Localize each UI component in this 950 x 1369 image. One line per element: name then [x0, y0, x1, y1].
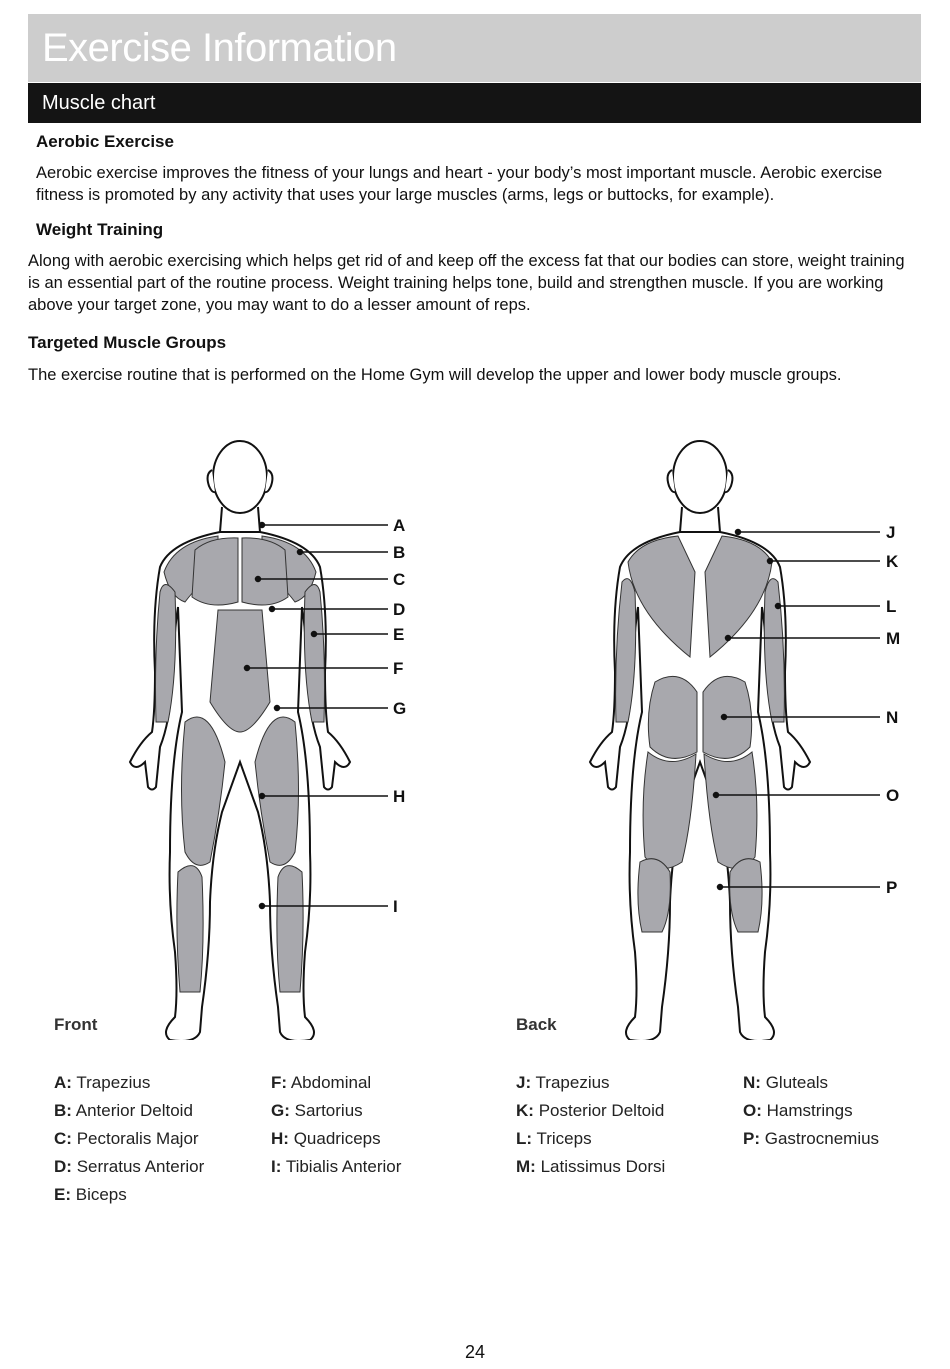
- legend-value: Serratus Anterior: [76, 1157, 205, 1176]
- legend-value: Abdominal: [290, 1073, 372, 1092]
- legend-item: M: Latissimus Dorsi: [516, 1157, 665, 1185]
- legend-key: E:: [54, 1185, 71, 1204]
- subheader-bar: Muscle chart: [28, 83, 921, 123]
- legend-key: G:: [271, 1101, 290, 1120]
- label-g: G: [393, 699, 406, 718]
- legend-item: O: Hamstrings: [743, 1101, 879, 1129]
- legend-item: E: Biceps: [54, 1185, 204, 1213]
- label-b: B: [393, 543, 405, 562]
- legend-front-col2: F: Abdominal G: Sartorius H: Quadriceps …: [271, 1073, 401, 1185]
- legend-value: Anterior Deltoid: [75, 1101, 193, 1120]
- front-view-title: Front: [54, 1015, 98, 1034]
- legend-value: Posterior Deltoid: [538, 1101, 665, 1120]
- legend-value: Trapezius: [76, 1073, 151, 1092]
- legend-item: F: Abdominal: [271, 1073, 401, 1101]
- legend-value: Sartorius: [294, 1101, 363, 1120]
- header-bar: Exercise Information: [28, 14, 921, 82]
- legend-key: F:: [271, 1073, 288, 1092]
- legend-key: J:: [516, 1073, 532, 1092]
- back-labels: J K L M N O P: [886, 523, 900, 897]
- legend-value: Latissimus Dorsi: [540, 1157, 666, 1176]
- label-c: C: [393, 570, 405, 589]
- legend-value: Pectoralis Major: [76, 1129, 199, 1148]
- section-title: Muscle chart: [42, 92, 156, 114]
- legend-key: M:: [516, 1157, 536, 1176]
- label-i: I: [393, 897, 398, 916]
- legend-back-col1: J: Trapezius K: Posterior Deltoid L: Tri…: [516, 1073, 665, 1185]
- legend-item: J: Trapezius: [516, 1073, 665, 1101]
- legend-key: H:: [271, 1129, 289, 1148]
- legend-key: C:: [54, 1129, 72, 1148]
- label-o: O: [886, 786, 899, 805]
- legend-key: K:: [516, 1101, 534, 1120]
- muscle-chart-figure: A B C D E F G H I J K L M N O P: [129, 440, 900, 1040]
- legend-item: I: Tibialis Anterior: [271, 1157, 401, 1185]
- label-l: L: [886, 597, 896, 616]
- aerobic-text: Aerobic exercise improves the fitness of…: [36, 164, 883, 204]
- legend-item: B: Anterior Deltoid: [54, 1101, 204, 1129]
- legend-item: K: Posterior Deltoid: [516, 1101, 665, 1129]
- legend-item: L: Triceps: [516, 1129, 665, 1157]
- legend-value: Hamstrings: [766, 1101, 853, 1120]
- legend-value: Gluteals: [765, 1073, 829, 1092]
- legend-value: Biceps: [75, 1185, 127, 1204]
- page-title: Exercise Information: [42, 26, 397, 70]
- legend-item: G: Sartorius: [271, 1101, 401, 1129]
- label-k: K: [886, 552, 899, 571]
- legend-item: N: Gluteals: [743, 1073, 879, 1101]
- label-a: A: [393, 516, 405, 535]
- aerobic-heading: Aerobic Exercise: [36, 132, 174, 151]
- legend-key: A:: [54, 1073, 72, 1092]
- targeted-heading: Targeted Muscle Groups: [28, 333, 227, 352]
- legend-value: Trapezius: [535, 1073, 610, 1092]
- legend-key: B:: [54, 1101, 72, 1120]
- label-n: N: [886, 708, 898, 727]
- legend-item: H: Quadriceps: [271, 1129, 401, 1157]
- front-labels: A B C D E F G H I: [393, 516, 406, 916]
- legend-value: Triceps: [536, 1129, 592, 1148]
- label-p: P: [886, 878, 897, 897]
- label-h: H: [393, 787, 405, 806]
- legend-value: Gastrocnemius: [764, 1129, 880, 1148]
- label-e: E: [393, 625, 404, 644]
- legend-key: P:: [743, 1129, 760, 1148]
- page-number: 24: [464, 1342, 486, 1362]
- legend-key: O:: [743, 1101, 762, 1120]
- legend-key: D:: [54, 1157, 72, 1176]
- legend-back-col2: N: Gluteals O: Hamstrings P: Gastrocnemi…: [743, 1073, 879, 1157]
- legend-item: D: Serratus Anterior: [54, 1157, 204, 1185]
- back-view-title: Back: [516, 1015, 557, 1034]
- targeted-text: The exercise routine that is performed o…: [28, 366, 842, 384]
- label-j: J: [886, 523, 895, 542]
- legend-key: I:: [271, 1157, 282, 1176]
- weight-heading: Weight Training: [36, 220, 164, 239]
- label-d: D: [393, 600, 405, 619]
- label-m: M: [886, 629, 900, 648]
- legend-value: Tibialis Anterior: [285, 1157, 402, 1176]
- legend-key: N:: [743, 1073, 761, 1092]
- legend-item: A: Trapezius: [54, 1073, 204, 1101]
- back-body: [589, 440, 811, 1040]
- label-f: F: [393, 659, 403, 678]
- legend-item: C: Pectoralis Major: [54, 1129, 204, 1157]
- legend-front-col1: A: Trapezius B: Anterior Deltoid C: Pect…: [54, 1073, 204, 1213]
- legend-value: Quadriceps: [293, 1129, 381, 1148]
- legend-item: P: Gastrocnemius: [743, 1129, 879, 1157]
- weight-text: Along with aerobic exercising which help…: [28, 252, 905, 314]
- front-body: [129, 440, 351, 1040]
- legend-key: L:: [516, 1129, 533, 1148]
